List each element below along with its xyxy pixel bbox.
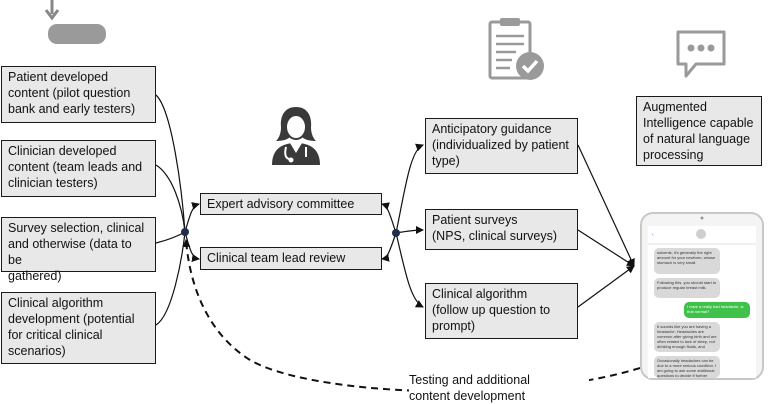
connector-right-to-team-lead (381, 232, 397, 262)
message-bubble (654, 322, 720, 352)
connector-input-1 (155, 94, 186, 233)
doctor-icon (272, 107, 320, 165)
connector-to-expert (184, 202, 200, 233)
message-bubble (654, 248, 720, 274)
connector-to-team-lead (184, 231, 200, 262)
connector-surveys-to-phone (577, 229, 635, 267)
patient-surveys-box: Patient surveys (NPS, clinical surveys) (425, 209, 578, 250)
expert-advisory-committee-box: Expert advisory committee (200, 193, 382, 215)
connector-right-to-expert (381, 202, 397, 234)
anticipatory-guidance-box: Anticipatory guidance (individualized by… (425, 118, 578, 174)
merge-node-right (392, 229, 400, 237)
clipboard-check-icon (488, 18, 544, 80)
svg-text:‹: ‹ (652, 232, 654, 238)
clinical-algorithm-box: Clinical algorithm (follow up question t… (425, 283, 578, 339)
message-bubble-user (684, 302, 750, 318)
database-icon (44, 0, 106, 44)
connector-input-4 (155, 231, 186, 326)
chat-bubble-icon (676, 30, 726, 78)
phone-message-4: It sounds like you are having a headache… (657, 324, 717, 350)
smartphone-icon: ‹ (640, 212, 764, 380)
connector-to-algorithm (395, 232, 424, 308)
message-bubble (654, 278, 720, 298)
message-bubble (654, 356, 720, 378)
connector-input-2 (155, 164, 186, 233)
connector-input-3 (155, 231, 186, 244)
input-box-clinical-algorithm-dev: Clinical algorithm development (potentia… (1, 292, 156, 364)
connector-algorithm-to-phone (577, 265, 635, 308)
input-box-survey-selection: Survey selection, clinical and otherwise… (1, 217, 156, 283)
phone-message-1: solvents, it's generally the right amoun… (657, 250, 716, 265)
phone-message-2: Following this, you should start to prod… (657, 280, 717, 290)
phone-message-3: I have a really bad headache, is that no… (687, 304, 744, 314)
clinical-team-lead-review-box: Clinical team lead review (200, 247, 382, 270)
augmented-intelligence-box: Augmented Intelligence capable of natura… (636, 96, 762, 166)
connector-to-surveys (395, 226, 424, 235)
feedback-label: Testing and additional content developme… (409, 372, 589, 404)
input-box-clinician-content: Clinician developed content (team leads … (1, 140, 156, 197)
merge-node-left (181, 228, 189, 236)
phone-message-5: Occasionally headaches can be due to a m… (657, 358, 717, 378)
connector-anticipatory-to-phone (577, 144, 635, 267)
connector-to-anticipatory (395, 143, 424, 234)
input-box-patient-content: Patient developed content (pilot questio… (1, 66, 156, 123)
